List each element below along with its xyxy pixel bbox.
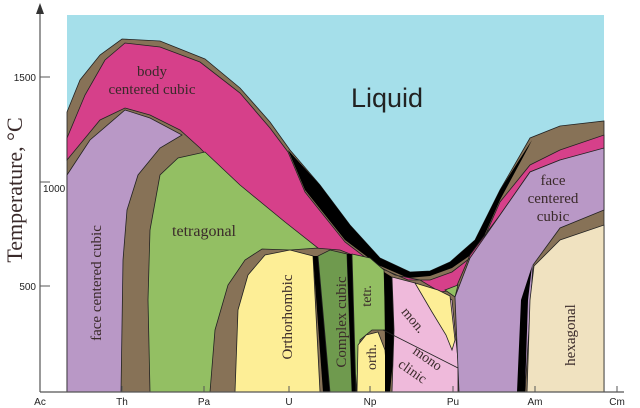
label-orth: orth. bbox=[365, 344, 380, 370]
label-hexagonal: hexagonal bbox=[563, 304, 579, 366]
region-black-wedge bbox=[288, 140, 532, 278]
x-tick-label: Am bbox=[528, 397, 543, 408]
y-tick-label: 1000 bbox=[43, 184, 66, 195]
x-tick-label: Ac bbox=[34, 397, 46, 408]
x-tick-label: U bbox=[285, 397, 292, 408]
label-fcc-left: face centered cubic bbox=[89, 225, 105, 341]
x-tick-label: Pa bbox=[198, 397, 211, 408]
region-tetragonal bbox=[147, 151, 320, 393]
label-fcc-right: centered bbox=[528, 191, 579, 207]
boundary-line bbox=[517, 266, 532, 392]
y-tick-label: 1500 bbox=[14, 73, 37, 84]
label-complex-cubic: Complex cubic bbox=[334, 276, 350, 368]
x-tick-label: Pu bbox=[447, 397, 459, 408]
y-axis-label: Temperature, °C bbox=[2, 117, 27, 262]
label-fcc-right: face bbox=[541, 173, 566, 189]
label-tetr: tetr. bbox=[360, 285, 375, 306]
label-bcc: body bbox=[137, 64, 168, 80]
region-tetr-np bbox=[351, 253, 387, 393]
y-tick-label: 500 bbox=[19, 282, 36, 293]
label-tetragonal: tetragonal bbox=[172, 223, 237, 240]
label-fcc-right: cubic bbox=[537, 209, 570, 225]
label-liquid: Liquid bbox=[351, 83, 423, 113]
label-bcc: centered cubic bbox=[108, 82, 195, 98]
label-orthorhombic: Orthorhombic bbox=[280, 274, 296, 359]
x-tick-label: Np bbox=[364, 397, 377, 408]
y-axis-arrow-icon bbox=[36, 3, 44, 14]
x-tick-label: Th bbox=[116, 397, 128, 408]
region-pu-green bbox=[444, 284, 459, 298]
region-orthorhombic bbox=[234, 249, 321, 393]
boundary-line bbox=[313, 256, 330, 392]
region-pu-yellow bbox=[414, 282, 456, 352]
x-tick-label: Cm bbox=[609, 397, 625, 408]
